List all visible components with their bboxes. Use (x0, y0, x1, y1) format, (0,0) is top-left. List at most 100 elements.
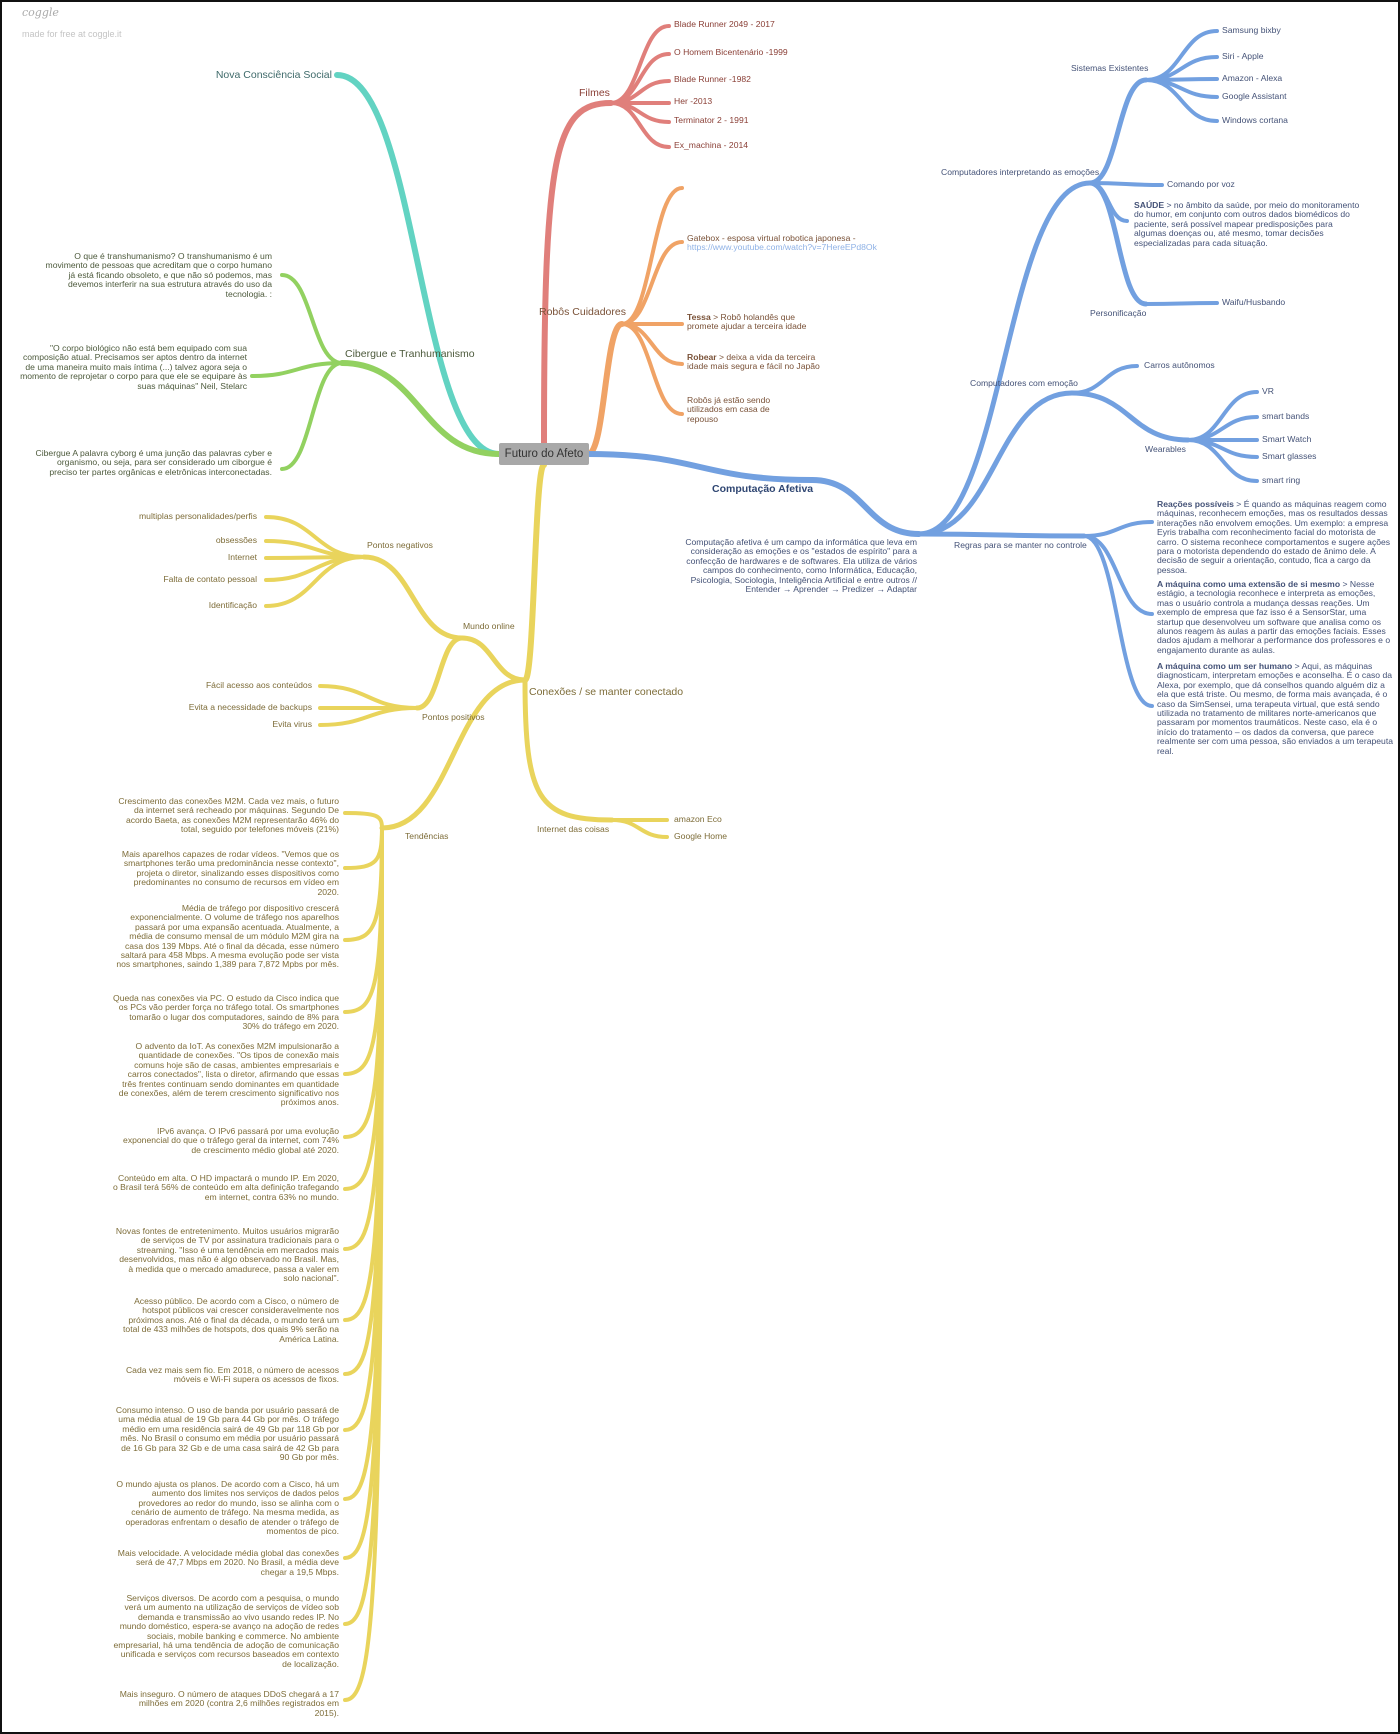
node-sistema-item[interactable]: Windows cortana (1222, 115, 1288, 125)
node-tendencia-item[interactable]: Novas fontes de entretenimento. Muitos u… (115, 1226, 339, 1284)
node-computadores-interpretando[interactable]: Computadores interpretando as emoções (941, 167, 1100, 177)
edge-robo-item (620, 322, 684, 366)
node-negativo-item[interactable]: obsessões (215, 535, 257, 545)
node-pontos-negativos[interactable]: Pontos negativos (367, 540, 433, 550)
node-tendencia-item[interactable]: Mais inseguro. O número de ataques DDoS … (119, 1689, 339, 1718)
node-cibergue-item[interactable]: "O corpo biológico não está bem equipado… (20, 343, 247, 391)
node-carros-autonomos[interactable]: Carros autônomos (1144, 360, 1215, 370)
node-tendencia-item[interactable]: Conteúdo em alta. O HD impactará o mundo… (113, 1173, 339, 1202)
node-negativo-item[interactable]: multiplas personalidades/perfis (139, 511, 257, 521)
node-cibergue-transhumanismo[interactable]: Cibergue e Tranhumanismo (345, 348, 475, 360)
node-regra-item[interactable]: Reações possíveis > É quando as máquinas… (1157, 499, 1393, 575)
node-tendencia-item[interactable]: Cada vez mais sem fio. Em 2018, o número… (125, 1365, 339, 1385)
node-conexoes[interactable]: Conexões / se manter conectado (529, 686, 684, 698)
node-text: > no âmbito da saúde, por meio do monito… (1134, 200, 1360, 248)
edge-hub-com-emocao (916, 390, 1075, 537)
node-wearable-item[interactable]: smart ring (1262, 475, 1301, 485)
node-sistema-item[interactable]: Amazon - Alexa (1222, 73, 1283, 83)
node-tendencia-item[interactable]: O advento da IoT. As conexões M2M impuls… (118, 1041, 339, 1108)
node-tendencias[interactable]: Tendências (405, 831, 449, 841)
node-tendencia-item[interactable]: Mais aparelhos capazes de rodar vídeos. … (121, 849, 339, 897)
node-tendencia-item[interactable]: Consumo intenso. O uso de banda por usuá… (115, 1405, 339, 1463)
node-negativo-item[interactable]: Internet (227, 552, 257, 562)
node-positivo-item[interactable]: Fácil acesso aos conteúdos (205, 680, 312, 690)
node-mundo-online[interactable]: Mundo online (463, 621, 515, 631)
edge-comando (1088, 181, 1164, 187)
node-sistema-item[interactable]: Google Assistant (1222, 91, 1287, 101)
node-tendencia-item[interactable]: Queda nas conexões via PC. O estudo da C… (113, 993, 339, 1032)
node-computadores-com-emocao[interactable]: Computadores com emoção (970, 378, 1078, 388)
edge-positivo-item (318, 684, 419, 710)
edge-wearables (1069, 390, 1191, 443)
node-regra-item[interactable]: A máquina como um ser humano > Aqui, as … (1157, 661, 1393, 756)
node-filme-item[interactable]: Ex_machina - 2014 (674, 140, 749, 150)
node-wearables[interactable]: Wearables (1145, 444, 1186, 454)
node-text: Gatebox - esposa virtual robotica japone… (687, 233, 856, 243)
node-bold-title: Reações possíveis (1157, 499, 1234, 509)
node-personificacao[interactable]: Personificação (1090, 308, 1147, 318)
node-wearable-item[interactable]: smart bands (1262, 411, 1310, 421)
edge-sistema-item (1144, 29, 1219, 82)
node-filme-item[interactable]: Terminator 2 - 1991 (674, 115, 749, 125)
node-filmes[interactable]: Filmes (579, 87, 610, 99)
node-positivo-item[interactable]: Evita a necessidade de backups (188, 702, 312, 712)
node-internet-das-coisas[interactable]: Internet das coisas (537, 824, 610, 834)
edge-positivo-item (318, 706, 419, 727)
node-computacao-afetiva[interactable]: Computação Afetiva (712, 483, 814, 495)
node-robo-tessa[interactable]: Tessa > Robô holandês que promete ajudar… (687, 312, 827, 332)
node-cibergue-item[interactable]: Cibergue A palavra cyborg é uma junção d… (35, 448, 272, 477)
node-iot-item[interactable]: amazon Eco (674, 814, 722, 824)
edge-waifu (1144, 301, 1219, 306)
node-pontos-positivos[interactable]: Pontos positivos (422, 712, 485, 722)
node-wearable-item[interactable]: Smart glasses (1262, 451, 1317, 461)
node-sistema-item[interactable]: Samsung bixby (1222, 25, 1281, 35)
edge-hub-interpretando (916, 180, 1093, 537)
edge-tendencia-item (343, 811, 384, 830)
node-tendencia-item[interactable]: Serviços diversos. De acordo com a pesqu… (113, 1593, 340, 1669)
node-robos-repouso[interactable]: Robôs já estão sendo utilizados em casa … (687, 395, 782, 424)
node-robos-cuidadores[interactable]: Robôs Cuidadores (539, 306, 626, 318)
edge-iot-item (610, 818, 669, 839)
edge-regra-item (1082, 520, 1154, 538)
node-wearable-item[interactable]: VR (1262, 386, 1274, 396)
node-text: > Nesse estágio, a tecnologia reconhece … (1157, 579, 1391, 655)
node-regras-controle[interactable]: Regras para se manter no controle (954, 540, 1087, 550)
watermark-tagline: made for free at coggle.it (22, 29, 122, 39)
edge-mundo-positivos (414, 635, 465, 711)
node-filme-item[interactable]: Her -2013 (674, 96, 713, 106)
node-robo-robear[interactable]: Robear > deixa a vida da terceira idade … (687, 352, 822, 372)
node-sistema-item[interactable]: Siri - Apple (1222, 51, 1264, 61)
node-text: > É quando as máquinas reagem como máqui… (1157, 499, 1391, 575)
root-node-futuro-do-afeto[interactable]: Futuro do Afeto (499, 443, 589, 465)
node-bold-title: Tessa (687, 312, 711, 322)
node-positivo-item[interactable]: Evita virus (272, 719, 312, 729)
node-tendencia-item[interactable]: Crescimento das conexões M2M. Cada vez m… (118, 796, 339, 835)
node-filme-item[interactable]: O Homem Bicentenário -1999 (674, 47, 788, 57)
node-text: > Robô holandês que promete ajudar a ter… (687, 312, 807, 332)
node-saude[interactable]: SAÚDE > no âmbito da saúde, por meio do … (1134, 200, 1366, 248)
node-tendencia-item[interactable]: Mais velocidade. A velocidade média glob… (117, 1548, 339, 1577)
node-regra-item[interactable]: A máquina como uma extensão de si mesmo … (1157, 579, 1393, 655)
youtube-link[interactable]: https://www.youtube.com/watch?v=7HereEPd… (687, 242, 877, 253)
node-nova-consciencia-social[interactable]: Nova Consciência Social (215, 69, 332, 81)
node-tendencia-item[interactable]: IPv6 avança. O IPv6 passará por uma evol… (123, 1126, 339, 1155)
node-tendencia-item[interactable]: Média de tráfego por dispositivo crescer… (116, 903, 339, 970)
node-negativo-item[interactable]: Identificação (208, 600, 257, 610)
node-cibergue-item[interactable]: O que é transhumanismo? O transhumanismo… (45, 251, 272, 299)
node-tendencia-item[interactable]: O mundo ajusta os planos. De acordo com … (116, 1479, 339, 1537)
node-negativo-item[interactable]: Falta de contato pessoal (163, 574, 257, 584)
node-filme-item[interactable]: Blade Runner -1982 (674, 74, 751, 84)
edge-mundo-negativos (361, 554, 465, 641)
node-tendencia-item[interactable]: Acesso público. De acordo com a Cisco, o… (123, 1296, 339, 1344)
node-iot-item[interactable]: Google Home (674, 831, 728, 841)
edge-conexoes-mundo (459, 635, 528, 683)
node-filme-item[interactable]: Blade Runner 2049 - 2017 (674, 19, 775, 29)
node-waifu-husbando[interactable]: Waifu/Husbando (1222, 297, 1286, 307)
node-sistemas-existentes[interactable]: Sistemas Existentes (1071, 63, 1149, 73)
node-wearable-item[interactable]: Smart Watch (1262, 434, 1312, 444)
node-robo-gatebox[interactable]: Gatebox - esposa virtual robotica japone… (687, 233, 897, 253)
edge-tendencia-item (343, 826, 384, 870)
node-comando-por-voz[interactable]: Comando por voz (1167, 179, 1235, 189)
